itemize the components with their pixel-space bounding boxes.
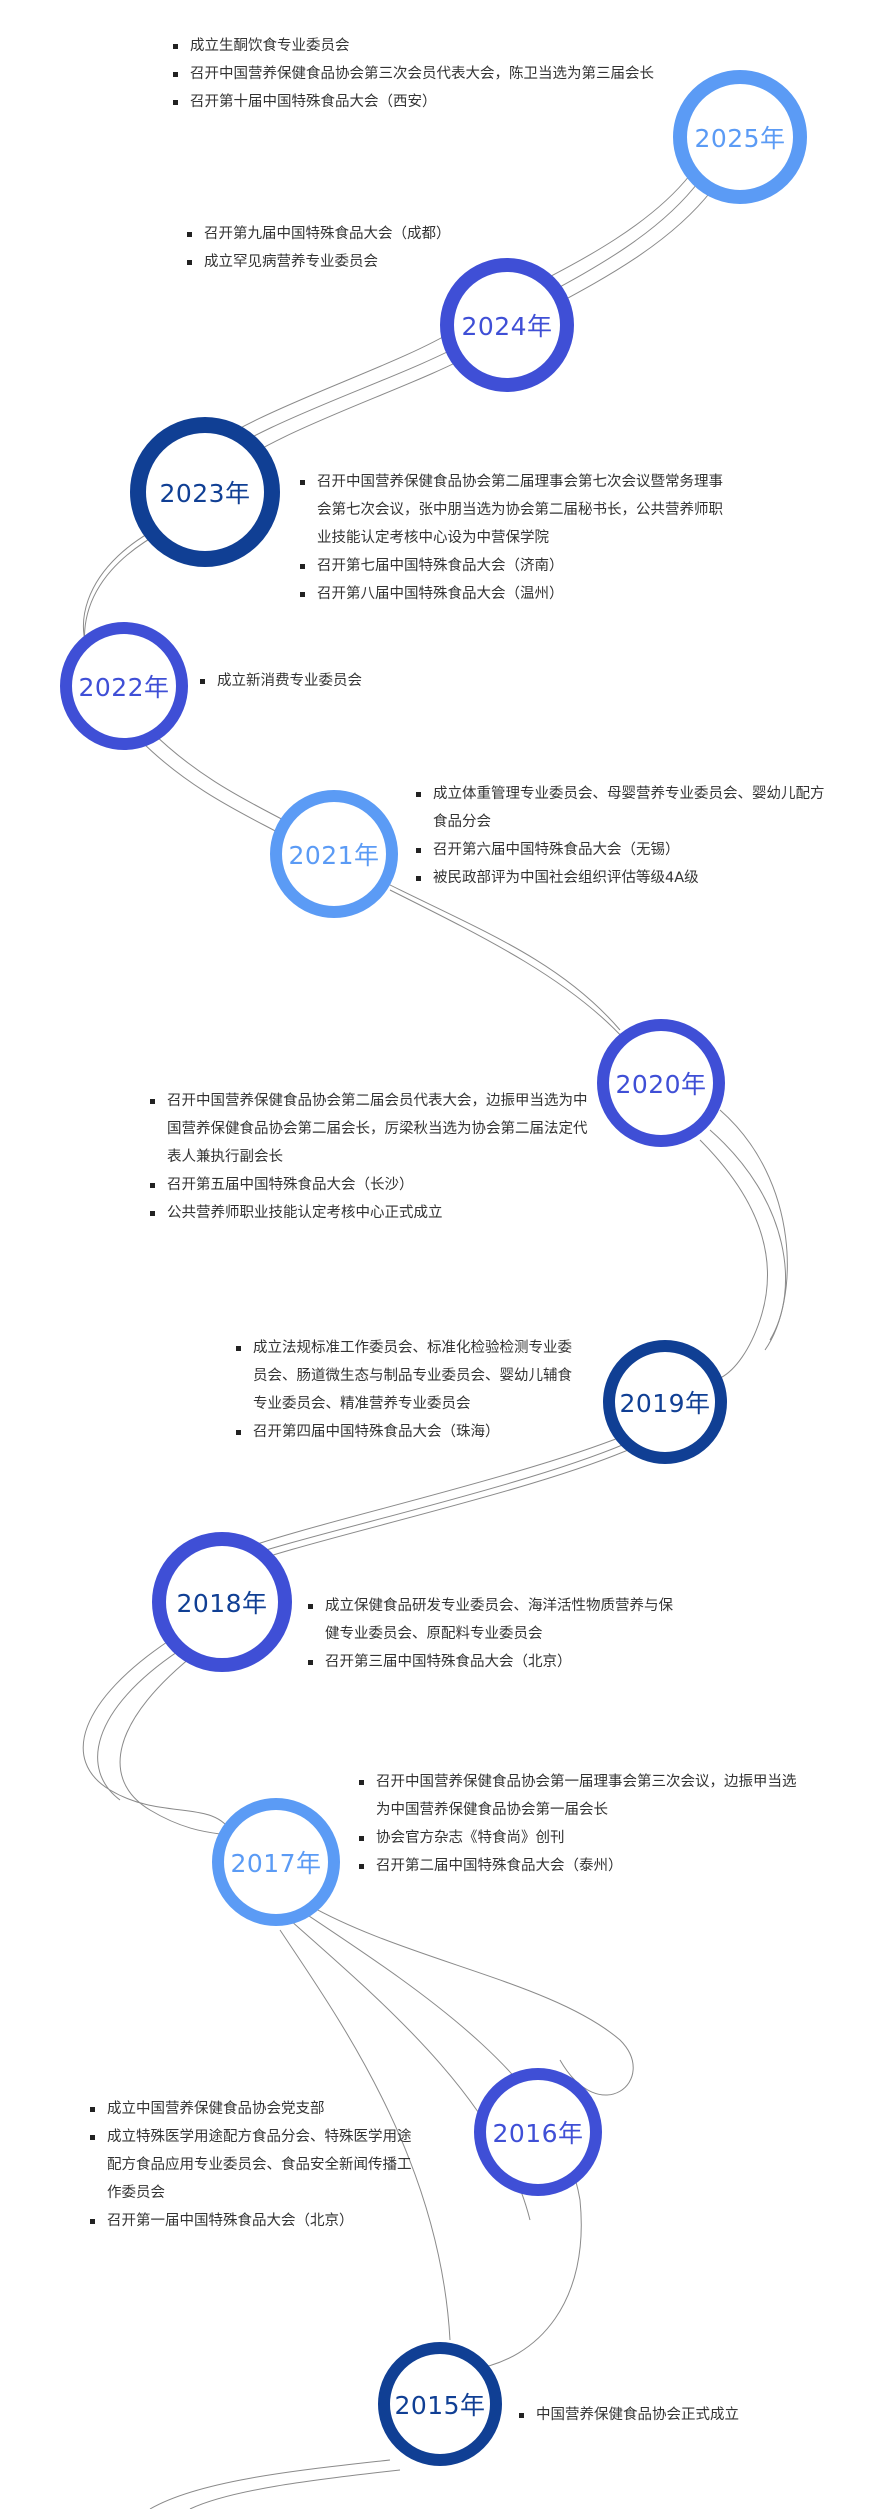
year-label-2017: 2017年: [230, 1849, 322, 1878]
events-list-2023: 召开中国营养保健食品协会第二届理事会第七次会议暨常务理事会第七次会议，张中朋当选…: [300, 468, 730, 608]
event-item: 召开第三届中国特殊食品大会（北京）: [308, 1648, 678, 1676]
event-item: 成立罕见病营养专业委员会: [187, 248, 607, 276]
event-item: 召开第一届中国特殊食品大会（北京）: [90, 2207, 420, 2235]
event-item: 召开第九届中国特殊食品大会（成都）: [187, 220, 607, 248]
year-label-2022: 2022年: [78, 673, 170, 702]
year-label-2015: 2015年: [394, 2391, 486, 2420]
events-list-2019: 成立法规标准工作委员会、标准化检验检测专业委员会、肠道微生态与制品专业委员会、婴…: [236, 1334, 586, 1446]
event-item: 召开第四届中国特殊食品大会（珠海）: [236, 1418, 586, 1446]
event-item: 中国营养保健食品协会正式成立: [519, 2401, 839, 2429]
year-circle-2024: 2024年: [440, 258, 574, 392]
year-circle-2021: 2021年: [270, 790, 398, 918]
event-item: 成立体重管理专业委员会、母婴营养专业委员会、婴幼儿配方食品分会: [416, 780, 826, 836]
year-label-2024: 2024年: [461, 312, 553, 341]
year-circle-2023: 2023年: [130, 417, 280, 567]
event-item: 成立法规标准工作委员会、标准化检验检测专业委员会、肠道微生态与制品专业委员会、婴…: [236, 1334, 586, 1418]
year-label-2019: 2019年: [619, 1389, 711, 1418]
event-item: 召开中国营养保健食品协会第二届理事会第七次会议暨常务理事会第七次会议，张中朋当选…: [300, 468, 730, 552]
events-list-2020: 召开中国营养保健食品协会第二届会员代表大会，边振甲当选为中国营养保健食品协会第二…: [150, 1087, 600, 1227]
events-list-2015: 中国营养保健食品协会正式成立: [519, 2401, 839, 2429]
event-item: 召开中国营养保健食品协会第一届理事会第三次会议，边振甲当选为中国营养保健食品协会…: [359, 1768, 799, 1824]
event-item: 成立保健食品研发专业委员会、海洋活性物质营养与保健专业委员会、原配料专业委员会: [308, 1592, 678, 1648]
event-item: 召开第八届中国特殊食品大会（温州）: [300, 580, 730, 608]
year-label-2016: 2016年: [492, 2119, 584, 2148]
events-list-2018: 成立保健食品研发专业委员会、海洋活性物质营养与保健专业委员会、原配料专业委员会 …: [308, 1592, 678, 1676]
year-circle-2022: 2022年: [60, 622, 188, 750]
event-item: 召开第十届中国特殊食品大会（西安）: [173, 88, 773, 116]
events-list-2024: 召开第九届中国特殊食品大会（成都） 成立罕见病营养专业委员会: [187, 220, 607, 276]
events-list-2025: 成立生酮饮食专业委员会 召开中国营养保健食品协会第三次会员代表大会，陈卫当选为第…: [173, 32, 773, 116]
events-list-2017: 召开中国营养保健食品协会第一届理事会第三次会议，边振甲当选为中国营养保健食品协会…: [359, 1768, 799, 1880]
year-label-2025: 2025年: [694, 124, 786, 153]
event-item: 协会官方杂志《特食尚》创刊: [359, 1824, 799, 1852]
year-circle-2015: 2015年: [378, 2342, 502, 2466]
year-circle-2019: 2019年: [603, 1340, 727, 1464]
event-item: 召开第五届中国特殊食品大会（长沙）: [150, 1171, 600, 1199]
year-label-2023: 2023年: [159, 479, 251, 508]
event-item: 召开第六届中国特殊食品大会（无锡）: [416, 836, 826, 864]
event-item: 成立生酮饮食专业委员会: [173, 32, 773, 60]
event-item: 成立中国营养保健食品协会党支部: [90, 2095, 420, 2123]
year-circle-2020: 2020年: [597, 1019, 725, 1147]
event-item: 召开第二届中国特殊食品大会（泰州）: [359, 1852, 799, 1880]
events-list-2021: 成立体重管理专业委员会、母婴营养专业委员会、婴幼儿配方食品分会 召开第六届中国特…: [416, 780, 826, 892]
event-item: 被民政部评为中国社会组织评估等级4A级: [416, 864, 826, 892]
event-item: 召开第七届中国特殊食品大会（济南）: [300, 552, 730, 580]
event-item: 成立新消费专业委员会: [200, 667, 500, 695]
year-label-2018: 2018年: [176, 1589, 268, 1618]
year-label-2021: 2021年: [288, 841, 380, 870]
event-item: 公共营养师职业技能认定考核中心正式成立: [150, 1199, 600, 1227]
event-item: 成立特殊医学用途配方食品分会、特殊医学用途配方食品应用专业委员会、食品安全新闻传…: [90, 2123, 420, 2207]
year-label-2020: 2020年: [615, 1070, 707, 1099]
events-list-2022: 成立新消费专业委员会: [200, 667, 500, 695]
year-circle-2017: 2017年: [212, 1798, 340, 1926]
events-list-2016: 成立中国营养保健食品协会党支部 成立特殊医学用途配方食品分会、特殊医学用途配方食…: [90, 2095, 420, 2235]
event-item: 召开中国营养保健食品协会第二届会员代表大会，边振甲当选为中国营养保健食品协会第二…: [150, 1087, 600, 1171]
event-item: 召开中国营养保健食品协会第三次会员代表大会，陈卫当选为第三届会长: [173, 60, 773, 88]
year-circle-2018: 2018年: [152, 1532, 292, 1672]
year-circle-2016: 2016年: [474, 2068, 602, 2196]
